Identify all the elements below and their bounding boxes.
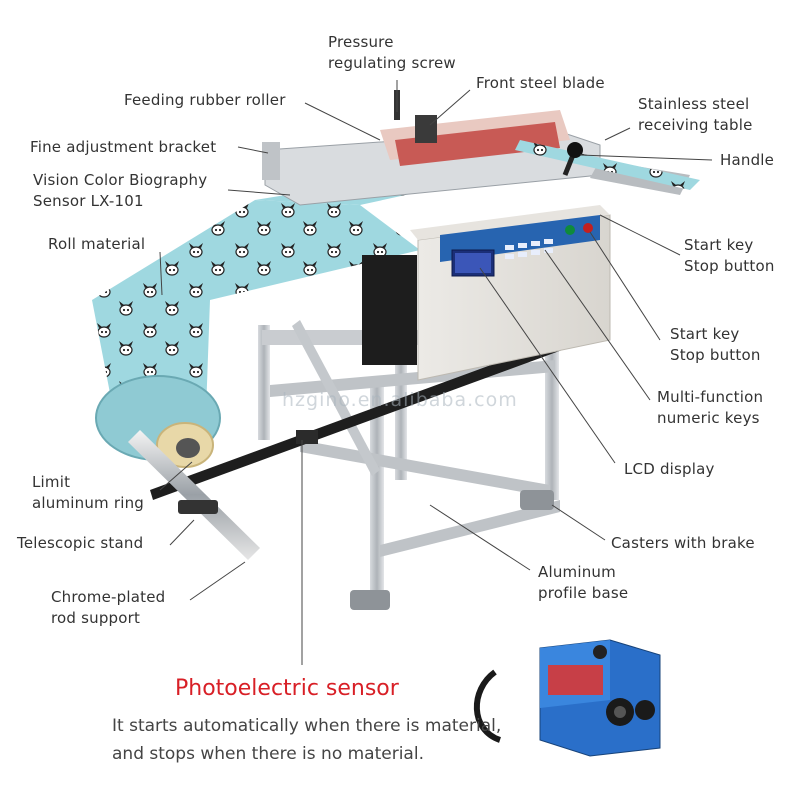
label-fine-bracket: Fine adjustment bracket	[30, 138, 217, 156]
label-front-blade: Front steel blade	[476, 74, 605, 92]
leader-lines	[159, 80, 713, 665]
label-casters: Casters with brake	[611, 534, 755, 552]
label-handle: Handle	[720, 151, 775, 169]
photoelectric-sensor-device	[473, 639, 661, 757]
start-key	[565, 225, 575, 235]
label-roll-material: Roll material	[48, 235, 146, 253]
label-telescopic-stand: Telescopic stand	[17, 534, 144, 552]
cutting-head	[262, 90, 700, 365]
sensor-description: It starts automatically when there is ma…	[112, 716, 502, 764]
watermark-text: hzgino.en.alibaba.com	[282, 389, 518, 411]
sensor-title: Photoelectric sensor	[175, 676, 399, 701]
label-feeding-roller: Feeding rubber roller	[124, 91, 286, 109]
label-lcd-display: LCD display	[624, 460, 715, 478]
stop-button	[583, 223, 593, 233]
control-box	[410, 205, 611, 381]
telescopic-stand-bar	[150, 325, 603, 500]
chrome-rod	[128, 430, 260, 560]
